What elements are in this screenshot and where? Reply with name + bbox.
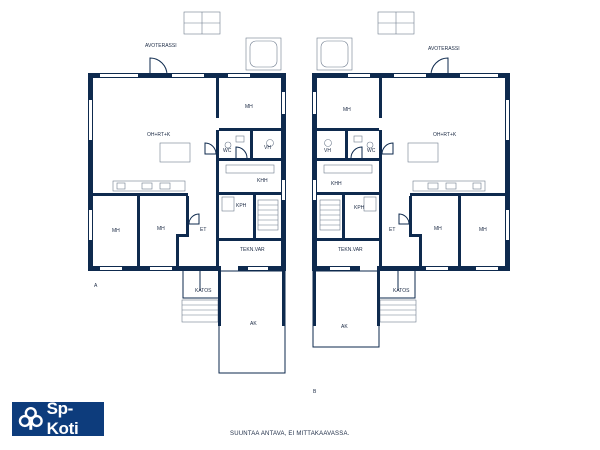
- hot-tub-b: [316, 37, 353, 71]
- brand-name: Sp-Koti: [46, 399, 79, 438]
- unit-id-b: B: [313, 389, 317, 395]
- room-label-tekn-b: TEKN.VAR: [338, 247, 363, 253]
- room-label-mh2-b: MH: [479, 227, 487, 233]
- sp-koti-logo-icon: [18, 406, 43, 430]
- unit-id-a: A: [94, 283, 98, 289]
- room-label-vh-b: VH: [324, 148, 331, 154]
- scale-disclaimer: SUUNTAA ANTAVA, EI MITTAKAAVASSA.: [230, 431, 350, 437]
- room-label-tekn-a: TEKN.VAR: [240, 247, 265, 253]
- wall-left-a: [88, 73, 93, 271]
- room-label-mh2-a: MH: [157, 226, 165, 232]
- room-label-ak-a: AK: [250, 321, 257, 327]
- room-label-living-a: OH+RT+K: [147, 132, 171, 138]
- room-label-et-b: ET: [389, 227, 395, 233]
- room-label-khh-b: KHH: [331, 181, 342, 187]
- room-label-mh1-a: MH: [112, 228, 120, 234]
- terrace-door-a: [149, 57, 168, 76]
- brand-logo: Sp-Koti: [12, 399, 104, 438]
- room-label-wc-b: WC: [367, 148, 376, 154]
- room-label-katos-a: KATOS: [195, 288, 212, 294]
- room-label-vh-a: VH: [264, 145, 271, 151]
- room-label-kph-b: KPH: [354, 205, 365, 211]
- terrace-door-b: [430, 57, 449, 76]
- unit-a: AVOTERASSI: [88, 11, 286, 374]
- terrace-label-b: AVOTERASSI: [428, 46, 460, 52]
- carport-b: [312, 270, 380, 348]
- room-label-katos-b: KATOS: [393, 288, 410, 294]
- room-label-mh1-b: MH: [434, 226, 442, 232]
- room-label-mh-top-b: MH: [343, 107, 351, 113]
- hot-tub-a: [245, 37, 282, 71]
- room-label-living-b: OH+RT+K: [433, 132, 457, 138]
- room-label-et-a: ET: [200, 227, 206, 233]
- steps-b: [379, 299, 417, 323]
- garden-bench-a: [183, 11, 221, 35]
- steps-a: [181, 299, 219, 323]
- wall-right-b: [505, 73, 510, 271]
- room-label-khh-a: KHH: [257, 178, 268, 184]
- room-label-kph-a: KPH: [236, 203, 247, 209]
- room-label-ak-b: AK: [341, 324, 348, 330]
- terrace-label-a: AVOTERASSI: [145, 43, 177, 49]
- wall-right-a: [281, 73, 286, 271]
- carport-a: [218, 270, 286, 374]
- unit-b: AVOTERASSI: [312, 11, 510, 395]
- room-label-mh-top-a: MH: [245, 104, 253, 110]
- room-label-wc-a: WC: [223, 148, 232, 154]
- wall-left-b: [312, 73, 317, 271]
- garden-bench-b: [377, 11, 415, 35]
